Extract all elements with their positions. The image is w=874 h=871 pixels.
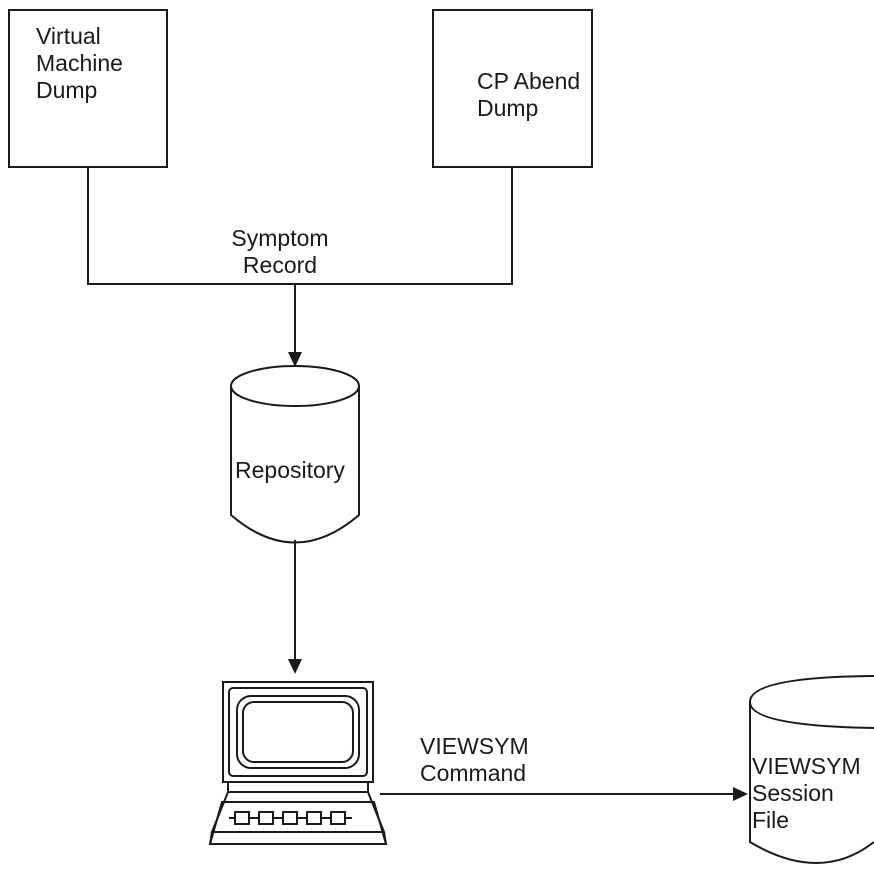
cp-abend-dump-line2: Dump xyxy=(477,95,539,121)
virtual-machine-dump-line1: Virtual xyxy=(36,23,101,49)
viewsym-session-file-label: VIEWSYM Session File xyxy=(752,753,861,834)
viewsym-session-file-line2: Session xyxy=(752,780,834,806)
cp-abend-dump-line1: CP Abend xyxy=(477,68,581,94)
viewsym-command-label: VIEWSYM Command xyxy=(420,733,529,787)
arrow-to-repository-head xyxy=(288,352,302,367)
virtual-machine-dump-label: Virtual Machine Dump xyxy=(36,23,123,104)
symptom-record-line1: Symptom xyxy=(231,225,329,251)
virtual-machine-dump-line2: Machine xyxy=(36,50,123,76)
arrow-to-session-file-head xyxy=(733,787,748,801)
repository-label: Repository xyxy=(235,457,345,483)
session-file-cylinder-icon xyxy=(748,675,874,864)
repository-cylinder-icon xyxy=(230,365,360,544)
virtual-machine-dump-line3: Dump xyxy=(36,77,98,103)
symptom-record-line2: Record xyxy=(242,252,318,278)
symptom-record-label: Symptom Record xyxy=(224,225,336,279)
viewsym-command-line1: VIEWSYM xyxy=(420,733,529,759)
viewsym-session-file-line3: File xyxy=(752,807,790,833)
symptom-connector-line xyxy=(87,167,513,285)
arrow-to-terminal-head xyxy=(288,659,302,674)
viewsym-command-line2: Command xyxy=(420,760,527,786)
cp-abend-dump-label: CP Abend Dump xyxy=(477,68,580,122)
viewsym-session-file-line1: VIEWSYM xyxy=(752,753,861,779)
terminal-icon xyxy=(208,681,388,845)
